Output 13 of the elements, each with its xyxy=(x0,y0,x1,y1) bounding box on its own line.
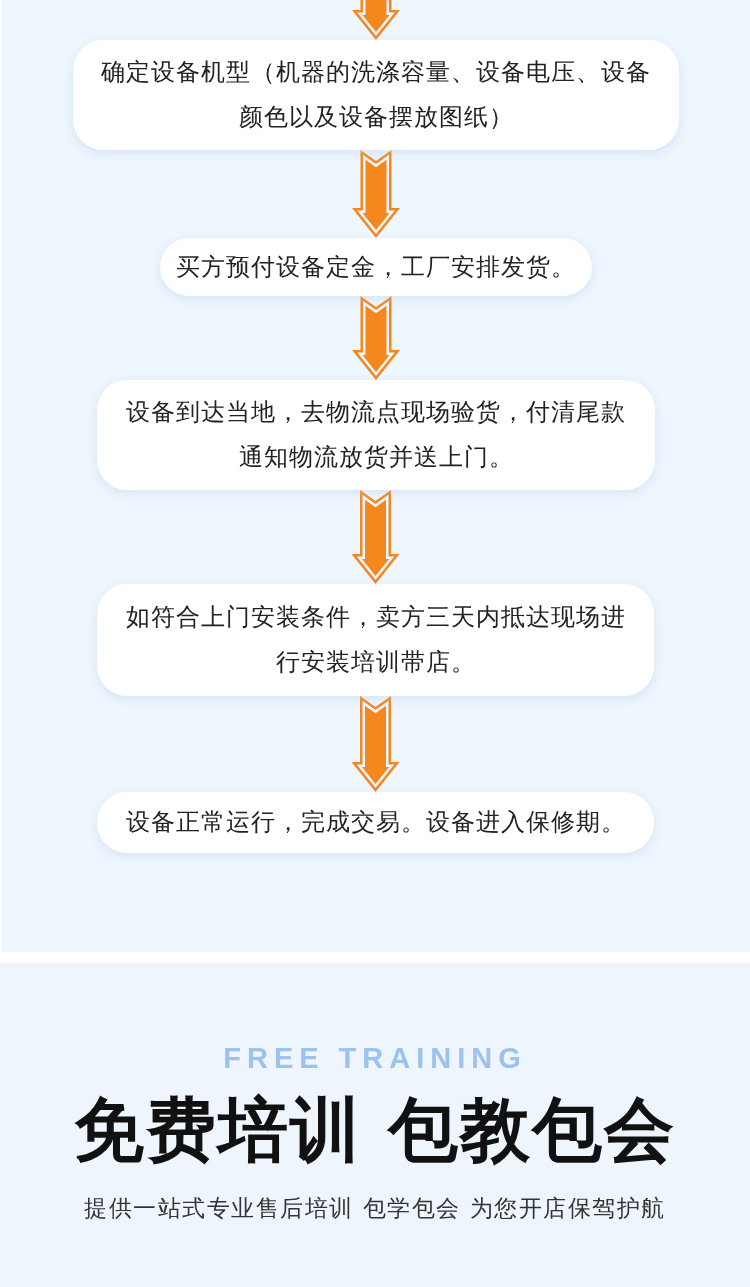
step-text: 设备到达当地，去物流点现场验货，付清尾款通知物流放货并送上门。 xyxy=(125,397,627,473)
step-box xyxy=(97,584,654,696)
step-box xyxy=(97,792,654,853)
step-box xyxy=(160,238,592,296)
step-box xyxy=(97,380,655,490)
step-text: 确定设备机型（机器的洗涤容量、设备电压、设备颜色以及设备摆放图纸） xyxy=(100,57,652,133)
step-text: 买方预付设备定金，工厂安排发货。 xyxy=(176,251,576,283)
tagline-text: 提供一站式专业售后培训 包学包会 为您开店保驾护航 xyxy=(84,1194,666,1223)
step-box xyxy=(73,40,679,150)
english-subtitle: FREE TRAINING xyxy=(223,1041,527,1076)
section-heading: 免费培训 包教包会 xyxy=(73,1090,677,1170)
step-text: 设备正常运行，完成交易。设备进入保修期。 xyxy=(125,807,626,838)
step-text: 如符合上门安装条件，卖方三天内抵达现场进行安装培训带店。 xyxy=(124,602,627,678)
